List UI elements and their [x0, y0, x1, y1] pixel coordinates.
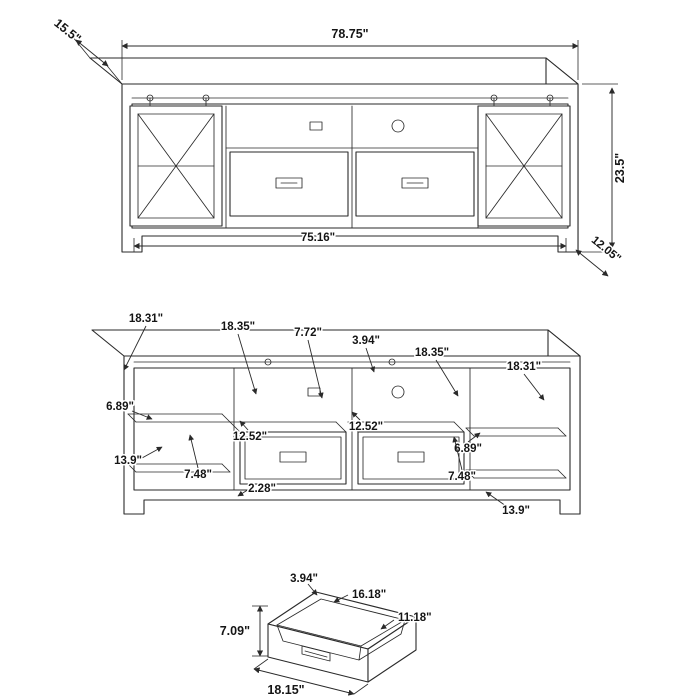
- leader-line: [523, 373, 545, 401]
- drawer-detail-view: 7.09" 18.15" 3.94" 16.18" 11.18": [218, 572, 433, 699]
- right-shelf: [465, 427, 567, 437]
- dim-base-depth-label: 12.05": [589, 234, 623, 265]
- dim-center-opening-label: 7.72": [294, 327, 322, 339]
- leader-line: [307, 339, 324, 399]
- right-barn-door: [477, 105, 571, 227]
- leader-line: [380, 619, 395, 630]
- open-drawer-right: [347, 421, 465, 485]
- dim-inner-width-label: 75.16": [301, 232, 335, 244]
- rail-roller: [546, 94, 554, 102]
- dim-right-drawer-width-label: 12.52": [349, 421, 383, 433]
- cable-hole: [391, 119, 405, 133]
- leader-line: [141, 446, 163, 459]
- dim-base-depth: 12.05": [575, 233, 624, 277]
- dim-left-shelf-height-label: 6.89": [106, 401, 134, 413]
- leader-line: [237, 333, 258, 395]
- dim-drawer-front-height-label: 7.09": [220, 624, 250, 638]
- dim-left-lower-height-label: 7.48": [184, 469, 212, 481]
- leader-line: [467, 432, 481, 443]
- drawer-handle: [275, 177, 303, 189]
- dim-left-shelf-depth-label: 13.9": [114, 455, 142, 467]
- rail-roller: [202, 94, 210, 102]
- cable-cutout: [309, 121, 323, 131]
- left-floor: [127, 463, 231, 473]
- middle-section: [225, 105, 479, 229]
- leader-line: [307, 583, 318, 596]
- interior-view: 18.31" 18.35" 7.72" 3.94" 18.35" 18.31" …: [91, 312, 581, 519]
- cable-cutout: [307, 387, 321, 397]
- dim-drawer-inner-width-label: 16.18": [352, 589, 386, 601]
- dim-height: 23.5": [582, 83, 629, 253]
- right-floor: [465, 469, 567, 479]
- left-shelf: [127, 413, 231, 423]
- assembled-view: 78.75" 15.5" 23.5" 75.16" 12.05": [50, 14, 629, 277]
- dim-drawer-inner-depth: 11.18": [380, 611, 433, 630]
- dim-inner-width: 75.16": [133, 231, 567, 252]
- dim-right-shelf-depth-label: 13.9": [502, 505, 530, 517]
- interior-structure: [127, 367, 567, 491]
- console-top-panel: [89, 57, 579, 85]
- dim-overall-width-label: 78.75": [331, 27, 368, 41]
- dim-right-lower-height-label: 7.48": [448, 471, 476, 483]
- rail-roller: [146, 94, 154, 102]
- leader-line: [239, 420, 249, 431]
- rail-roller: [490, 94, 498, 102]
- rail-roller: [264, 358, 272, 366]
- dim-top-left-opening-label: 18.31": [129, 313, 163, 325]
- drawer-handle: [301, 645, 331, 662]
- dim-drawer-front-height: 7.09": [218, 605, 268, 657]
- drawer-handle: [397, 451, 425, 463]
- leader-line: [351, 411, 361, 421]
- leader-line: [485, 491, 507, 507]
- dim-drawer-front-width-label: 18.15": [267, 683, 304, 697]
- cable-hole: [391, 385, 405, 399]
- leader-line: [123, 325, 147, 371]
- leader-line: [435, 359, 459, 397]
- dim-base-clearance-label: 2.28": [248, 483, 276, 495]
- console-top-panel: [91, 329, 581, 357]
- dim-mid-right-opening-label: 18.35": [415, 347, 449, 359]
- left-barn-door: [129, 105, 223, 227]
- drawer-front-left: [229, 151, 349, 217]
- leader-line: [237, 485, 255, 497]
- drawer-right-side: [367, 616, 417, 683]
- leader-line: [188, 434, 199, 469]
- dim-right-shelf-height-label: 6.89": [454, 443, 482, 455]
- drawer-handle: [279, 451, 307, 463]
- dim-height-label: 23.5": [613, 153, 627, 183]
- leader-line: [452, 436, 463, 471]
- leader-line: [131, 410, 153, 420]
- interior-dimension-callouts: 18.31" 18.35" 7.72" 3.94" 18.35" 18.31" …: [105, 312, 545, 519]
- dim-drawer-back-height: 3.94": [289, 572, 319, 596]
- open-drawer-left: [229, 421, 347, 485]
- dim-drawer-front-width: 18.15": [253, 658, 369, 699]
- dim-left-drawer-width-label: 12.52": [233, 431, 267, 443]
- drawer-handle: [401, 177, 429, 189]
- dim-overall-width: 78.75": [121, 26, 579, 80]
- dim-drawer-inner-width: 16.18": [333, 588, 388, 603]
- dim-depth-label: 15.5": [51, 16, 83, 46]
- dim-drawer-back-height-label: 3.94": [290, 573, 318, 585]
- dim-drawer-inner-depth-label: 11.18": [398, 612, 432, 624]
- drawer-front-right: [355, 151, 475, 217]
- barn-door-rail: [131, 94, 569, 108]
- leader-line: [333, 594, 349, 603]
- dim-mid-left-opening-label: 18.35": [221, 321, 255, 333]
- dim-top-right-opening-label: 18.31": [507, 361, 541, 373]
- leader-line: [365, 347, 376, 373]
- dim-top-clearance-label: 3.94": [352, 335, 380, 347]
- rail-roller: [388, 358, 396, 366]
